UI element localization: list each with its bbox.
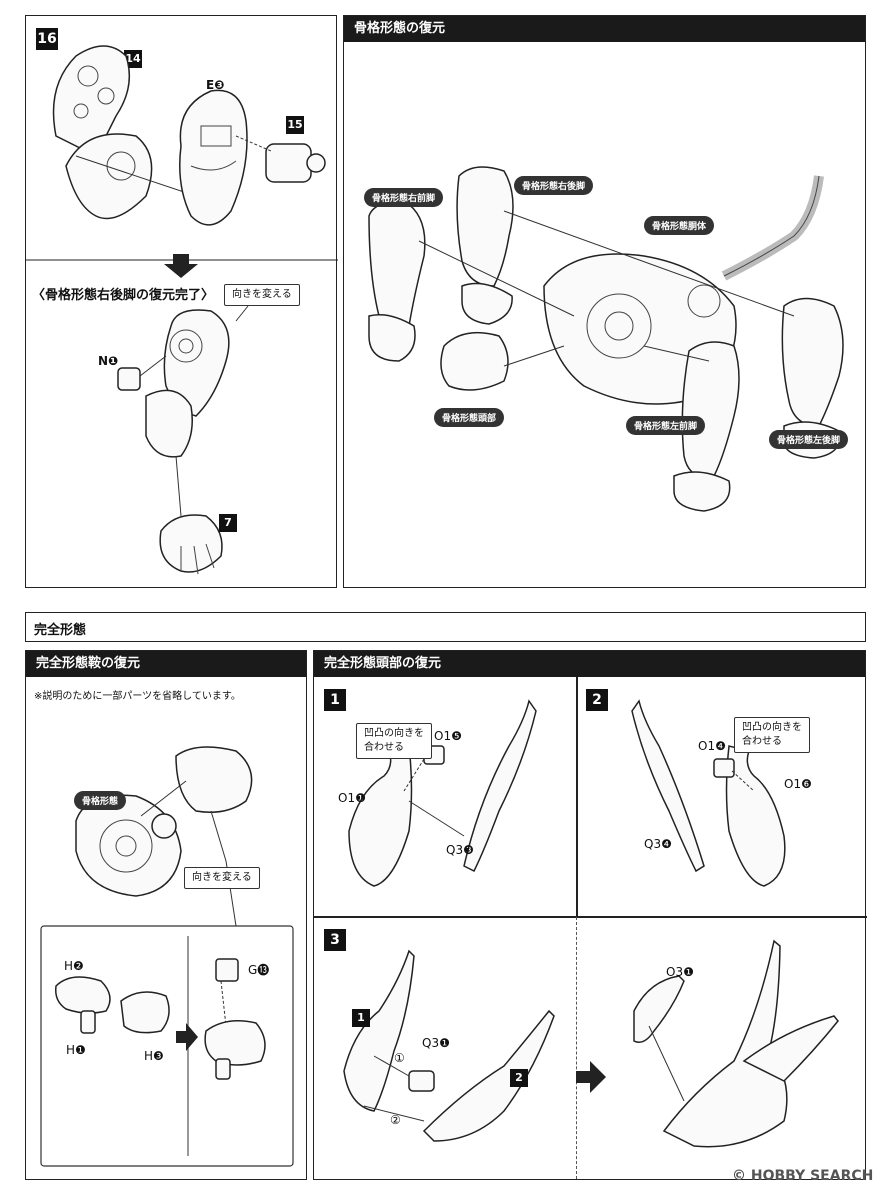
label-left-front-leg: 骨格形態左前脚: [626, 416, 706, 435]
head-divider-v: [576, 677, 578, 916]
step3-ref2-tag: 2: [510, 1069, 528, 1087]
complete-form-title-box: 完全形態: [25, 612, 866, 642]
turn-note: 向きを変える: [224, 284, 300, 306]
step2-o14-label: O1❹: [698, 739, 726, 753]
step1-note-line1: 凹凸の向きを: [364, 728, 424, 739]
step1-q33-label: Q3❸: [446, 843, 474, 857]
head-illustration: [343, 699, 839, 1148]
step1-o11-label: O1❶: [338, 791, 366, 805]
label-right-front-leg: 骨格形態右前脚: [364, 188, 444, 207]
completion-title: 〈骨格形態右後脚の復元完了〉: [32, 288, 215, 303]
watermark-text: HOBBY SEARCH: [750, 1168, 874, 1184]
head-step1-number: 1: [324, 689, 346, 711]
step1-note-line2: 合わせる: [364, 742, 404, 753]
part-h2-label: H❷: [64, 959, 84, 973]
watermark-mark: ©: [732, 1168, 746, 1184]
skeleton-illustration: [368, 166, 844, 512]
head-panel: 完全形態頭部の復元 1 凹凸の向きを 合わせる O1❺ O1❶ Q3: [313, 650, 867, 1180]
omission-note: ※説明のために一部パーツを省略しています。: [34, 691, 241, 702]
skeleton-pill: 骨格形態: [74, 791, 127, 810]
skeleton-panel: 骨格形態の復元 骨格形態右前脚 骨格形態右後脚 骨格形態胴体 骨格形態頭部 骨格…: [343, 15, 866, 588]
head-divider-h: [314, 916, 867, 918]
label-torso: 骨格形態胴体: [644, 216, 715, 235]
part-n1-label: N❶: [98, 354, 119, 368]
label-head: 骨格形態頭部: [434, 408, 505, 427]
step2-q34-label: Q3❹: [644, 837, 672, 851]
part-7-tag: 7: [219, 514, 237, 532]
part-g13-label: G⓭: [248, 963, 270, 977]
step2-align-note: 凹凸の向きを 合わせる: [734, 717, 810, 753]
complete-form-title: 完全形態: [34, 623, 87, 638]
step16-illustration: [26, 45, 338, 575]
part-e3-label: E❸: [206, 78, 225, 92]
armor-panel: 完全形態鞍の復元 ※説明のために一部パーツを省略しています。 骨格形態 向きを変…: [25, 650, 307, 1180]
step3-circ1: ①: [394, 1051, 405, 1065]
step3-circ2: ②: [390, 1113, 401, 1127]
armor-illustration: [40, 746, 294, 1167]
head-step2-number: 2: [586, 689, 608, 711]
head-step3-number: 3: [324, 929, 346, 951]
step1-align-note: 凹凸の向きを 合わせる: [356, 723, 432, 759]
label-left-hind-leg: 骨格形態左後脚: [769, 430, 849, 449]
part-h3-label: H❸: [144, 1049, 164, 1063]
step16-panel: 16 14 E❸ 15 〈骨格形態右後脚の復元完了〉: [25, 15, 338, 588]
part-15-tag: 15: [286, 116, 304, 134]
step2-note-line1: 凹凸の向きを: [742, 722, 802, 733]
skeleton-header: 骨格形態の復元: [344, 16, 865, 42]
step3-q31-label: Q3❶: [422, 1036, 450, 1050]
step2-o16-label: O1❻: [784, 777, 812, 791]
part-h1-label: H❶: [66, 1043, 86, 1057]
armor-turn-note: 向きを変える: [184, 867, 260, 889]
step1-o15-label: O1❺: [434, 729, 462, 743]
step-number: 16: [36, 28, 58, 50]
armor-header: 完全形態鞍の復元: [26, 651, 306, 677]
watermark: © HOBBY SEARCH: [732, 1168, 873, 1184]
head-divider-v2: [576, 917, 577, 1179]
label-right-hind-leg: 骨格形態右後脚: [514, 176, 594, 195]
head-header: 完全形態頭部の復元: [314, 651, 865, 677]
step3-ref1-tag: 1: [352, 1009, 370, 1027]
step2-note-line2: 合わせる: [742, 736, 782, 747]
step3-o31-label: O3❶: [666, 965, 694, 979]
